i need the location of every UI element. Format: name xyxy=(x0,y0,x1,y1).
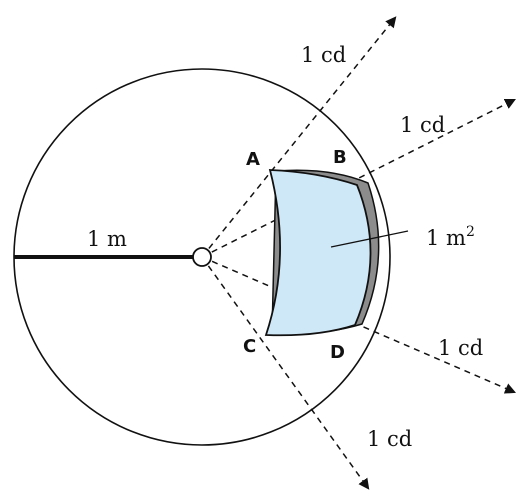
light-source-point xyxy=(192,247,212,267)
area-label-exponent: 2 xyxy=(466,224,475,240)
intensity-label-top: 1 cd xyxy=(301,43,346,67)
ray-upper-right xyxy=(201,99,516,258)
area-label-base: 1 m xyxy=(426,226,466,250)
area-label: 1 m2 xyxy=(426,224,475,250)
radius-label: 1 m xyxy=(87,227,127,251)
intensity-label-bottom: 1 cd xyxy=(367,427,412,451)
ray-top xyxy=(201,16,397,258)
point-label-d: D xyxy=(330,342,345,363)
point-label-a: A xyxy=(246,149,260,170)
point-label-c: C xyxy=(243,336,256,357)
surface-patch xyxy=(264,169,372,337)
point-label-b: B xyxy=(333,147,347,168)
ray-bottom xyxy=(201,256,370,490)
area-pointer-line xyxy=(330,230,409,248)
intensity-label-lower-right: 1 cd xyxy=(438,336,483,360)
intensity-label-upper-right: 1 cd xyxy=(400,113,445,137)
